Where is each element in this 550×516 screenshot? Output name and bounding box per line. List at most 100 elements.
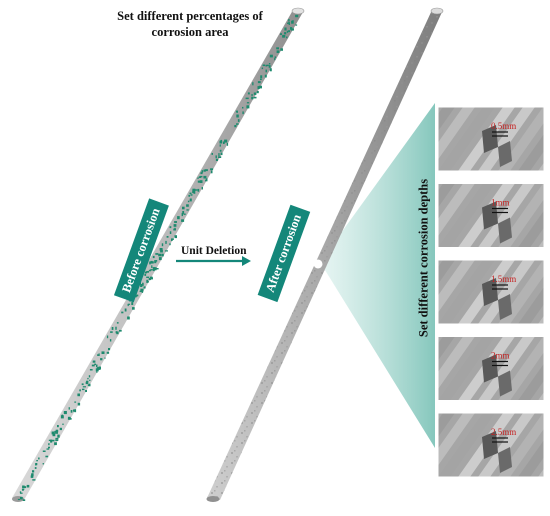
corrosion-spot (19, 491, 22, 494)
corrosion-spot (150, 276, 153, 278)
corrosion-spot (54, 442, 57, 446)
corrosion-spot (276, 50, 280, 53)
corrosion-spot (205, 169, 208, 172)
corrosion-spot (236, 114, 239, 118)
corrosion-spot (183, 213, 186, 215)
corrosion-spot (92, 360, 96, 363)
corrosion-spot (186, 209, 189, 211)
corrosion-spot (81, 383, 84, 386)
zoom-marker (313, 259, 323, 269)
corrosion-spot (51, 439, 55, 442)
corrosion-spot (219, 149, 222, 152)
corrosion-spot (253, 96, 257, 99)
corrosion-spot (119, 329, 122, 332)
depth-panel: 2mm (437, 336, 545, 401)
corrosion-spot (48, 443, 50, 446)
corrosion-spot (42, 463, 44, 465)
depth-value-label: 0.5mm (491, 121, 516, 131)
corrosion-spot (194, 189, 198, 191)
corrosion-spot (150, 277, 153, 280)
corrosion-spot (219, 144, 221, 147)
corrosion-spot (36, 460, 38, 462)
corrosion-spot (171, 238, 173, 241)
corrosion-spot (215, 158, 218, 161)
corrosion-spot (192, 190, 195, 194)
corrosion-spot (268, 65, 271, 68)
corrosion-spot (173, 228, 176, 231)
corrosion-spot (189, 198, 192, 202)
corrosion-spot (143, 286, 146, 289)
corrosion-spot (152, 267, 155, 269)
corrosion-spot (48, 446, 50, 449)
corrosion-spot (77, 393, 80, 397)
corrosion-spot (89, 379, 91, 381)
corrosion-spot (189, 192, 192, 194)
corrosion-spot (146, 276, 150, 278)
corrosion-spot (97, 354, 99, 356)
corrosion-spot (257, 86, 260, 90)
rod-before-corrosion (12, 7, 305, 502)
corrosion-spot (235, 110, 238, 113)
depth-value-label: 1.5mm (491, 274, 516, 284)
corrosion-spot (182, 211, 185, 214)
corrosion-spot (54, 430, 58, 433)
rod-after-corrosion (206, 7, 444, 502)
corrosion-spot (169, 231, 172, 234)
corrosion-spot (106, 351, 110, 354)
corrosion-spot (96, 370, 98, 373)
corrosion-spot (60, 415, 64, 419)
corrosion-spot (218, 153, 220, 157)
corrosion-spot (174, 221, 177, 223)
corrosion-spot (161, 243, 164, 247)
corrosion-spot (276, 47, 279, 50)
corrosion-spot (42, 450, 46, 452)
corrosion-spot (246, 105, 250, 109)
corrosion-spot (257, 81, 261, 84)
unit-deletion-arrow (176, 256, 251, 266)
corrosion-spot (32, 470, 35, 473)
corrosion-spot (242, 111, 244, 115)
depth-panel: 1.5mm (437, 259, 545, 325)
corrosion-spot (20, 492, 23, 494)
corrosion-spot (152, 255, 155, 259)
corrosion-spot (282, 35, 285, 38)
corrosion-spot (288, 30, 290, 33)
zoom-fan (320, 103, 435, 448)
corrosion-spot (174, 235, 177, 239)
corrosion-spot (169, 226, 172, 229)
depth-panel: 1mm (437, 183, 545, 248)
corrosion-spot (149, 261, 151, 265)
corrosion-spot (116, 331, 119, 335)
corrosion-spot (132, 307, 135, 310)
corrosion-spot (127, 304, 129, 307)
corrosion-spot (264, 74, 267, 78)
corrosion-spot (94, 363, 96, 366)
corrosion-spot (85, 390, 87, 392)
corrosion-spot (140, 284, 143, 287)
corrosion-spot (286, 36, 288, 39)
corrosion-spot (148, 269, 151, 272)
corrosion-spot (141, 291, 144, 293)
corrosion-spot (173, 224, 177, 227)
corrosion-spot (242, 106, 244, 109)
corrosion-spot (82, 386, 86, 388)
corrosion-spot (77, 402, 81, 406)
corrosion-spot (295, 14, 299, 18)
corrosion-spot (218, 156, 222, 158)
corrosion-spot (96, 367, 100, 370)
corrosion-spot (265, 64, 268, 67)
corrosion-spot (146, 271, 149, 273)
corrosion-spot (88, 375, 91, 378)
corrosion-spot (115, 326, 117, 330)
corrosion-spot (197, 177, 199, 179)
corrosion-spot (34, 467, 37, 469)
corrosion-spot (288, 21, 290, 24)
corrosion-spot (63, 411, 67, 415)
corrosion-spot (177, 216, 180, 220)
corrosion-spot (46, 448, 50, 450)
corrosion-spot (74, 401, 77, 403)
corrosion-spot (284, 32, 287, 35)
corrosion-spot (295, 24, 298, 26)
corrosion-spot (203, 169, 206, 172)
